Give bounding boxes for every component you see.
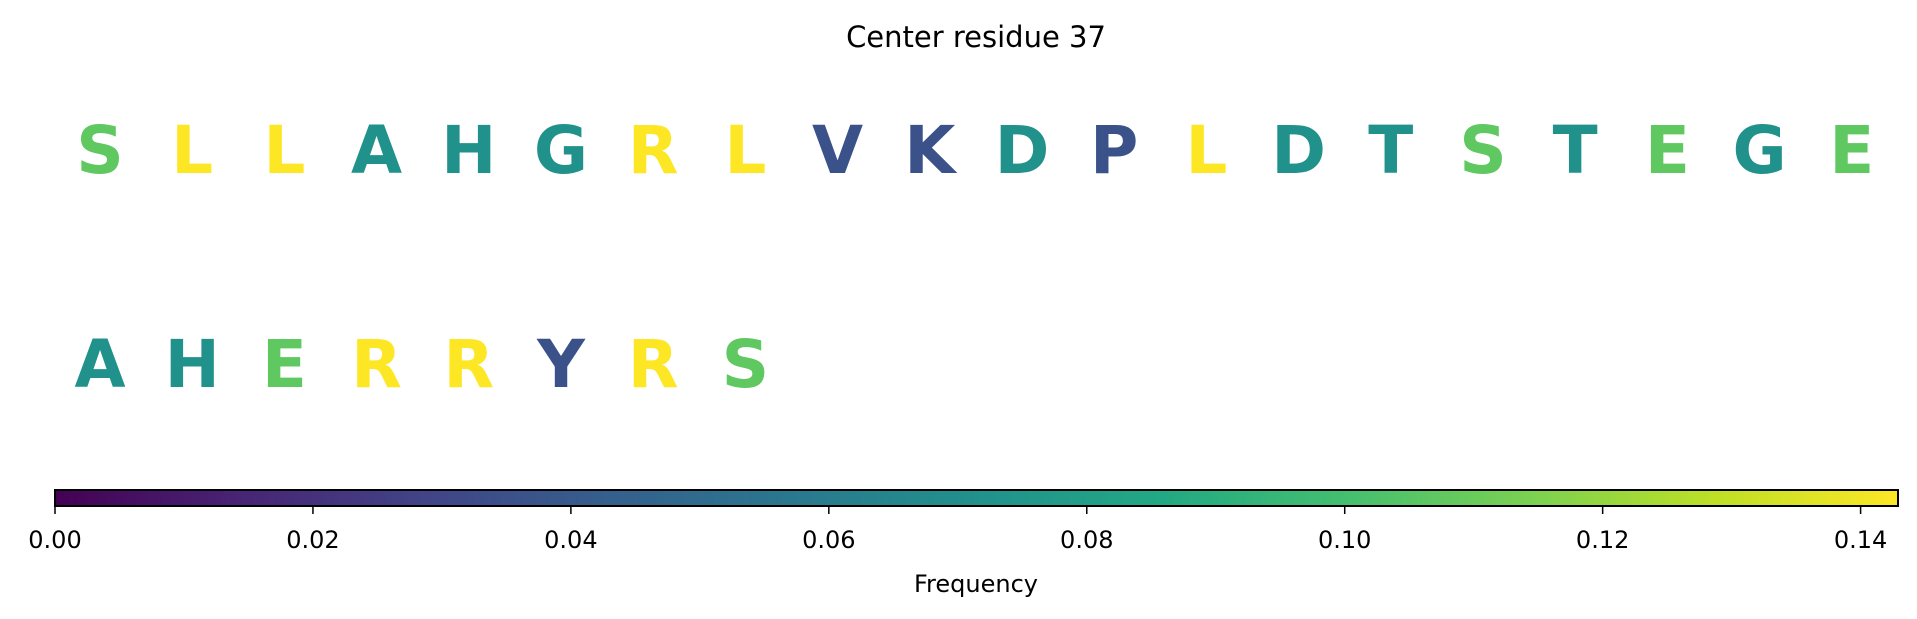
residue-letter: G	[534, 112, 588, 189]
residue-letter: A	[74, 326, 125, 403]
residue-letter: H	[441, 112, 496, 189]
residue-letter: E	[1645, 112, 1690, 189]
residue-letter: R	[628, 112, 679, 189]
colorbar	[54, 489, 1899, 507]
residue-letter: E	[1829, 112, 1874, 189]
residue-letter: D	[995, 112, 1050, 189]
residue-letter: S	[722, 326, 770, 403]
residue-letter: L	[263, 112, 305, 189]
residue-letter: L	[724, 112, 766, 189]
residue-letter: D	[1271, 112, 1326, 189]
colorbar-ticks: 0.00 0.02 0.04 0.06 0.08 0.10 0.12 0.14	[28, 506, 1887, 554]
residue-letter: R	[628, 326, 679, 403]
residue-letter: L	[1185, 112, 1227, 189]
residue-letter: S	[1459, 112, 1507, 189]
colorbar-tick-label: 0.14	[1834, 526, 1887, 554]
residue-letter: H	[165, 326, 220, 403]
residue-letter: L	[171, 112, 213, 189]
residue-letter: T	[1368, 112, 1413, 189]
residue-letter: K	[904, 112, 958, 189]
residue-letter: V	[812, 112, 863, 189]
colorbar-tick-label: 0.12	[1576, 526, 1629, 554]
residue-letter: S	[76, 112, 124, 189]
residue-letter: Y	[536, 326, 586, 403]
colorbar-tick-label: 0.04	[544, 526, 597, 554]
residue-letter: R	[351, 326, 402, 403]
colorbar-tick-label: 0.08	[1060, 526, 1113, 554]
colorbar-tick-label: 0.06	[802, 526, 855, 554]
residue-letter: R	[443, 326, 494, 403]
residue-letter: P	[1090, 112, 1138, 189]
colorbar-tick-label: 0.10	[1318, 526, 1371, 554]
colorbar-tick-label: 0.02	[286, 526, 339, 554]
colorbar-tick-label: 0.00	[28, 526, 81, 554]
chart-title: Center residue 37	[846, 20, 1106, 54]
colorbar-label: Frequency	[914, 570, 1038, 598]
residue-letter: T	[1553, 112, 1598, 189]
residue-letter: A	[351, 112, 402, 189]
residue-letter: E	[262, 326, 307, 403]
residue-letter: G	[1733, 112, 1787, 189]
